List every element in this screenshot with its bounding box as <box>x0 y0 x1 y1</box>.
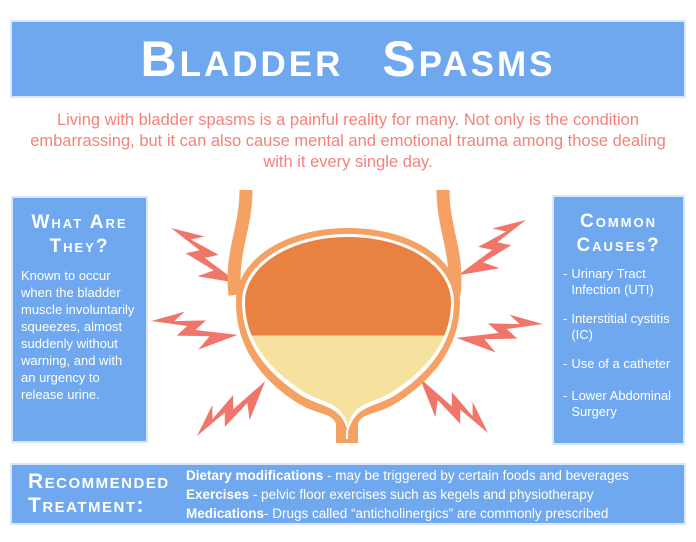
what-are-they-heading: What Are They? <box>31 212 128 257</box>
intro-line: with it every single day. <box>263 153 433 171</box>
what-are-they-panel: What Are They? Known to occur when the b… <box>11 196 148 443</box>
lightning-bolt-icon <box>147 306 241 356</box>
lightning-bolt-icon <box>453 309 547 359</box>
treatment-desc: - Drugs called “anticholinergics” are co… <box>264 505 609 521</box>
treatment-term: Dietary modifications <box>186 467 324 483</box>
treatment-items: Dietary modifications - may be triggered… <box>186 466 684 523</box>
treatment-item: Dietary modifications - may be triggered… <box>186 466 676 485</box>
treatment-item: Exercises - pelvic floor exercises such … <box>186 485 676 504</box>
cause-text: Use of a catheter <box>571 355 671 371</box>
cause-item: - Use of a catheter <box>563 356 676 372</box>
page-title: Bladder Spasms <box>140 31 556 87</box>
cause-item: - Urinary Tract Infection (UTI) <box>563 266 676 298</box>
lightning-bolt-icon <box>449 208 539 292</box>
treatment-term: Exercises <box>186 486 250 502</box>
common-causes-panel: Common Causes? - Urinary Tract Infection… <box>552 195 685 445</box>
treatment-bar: Recommended Treatment: Dietary modificat… <box>10 463 686 525</box>
intro-paragraph: Living with bladder spasms is a painful … <box>0 110 696 173</box>
treatment-item: Medications- Drugs called “anticholinerg… <box>186 504 676 523</box>
cause-item: - Lower Abdominal Surgery <box>563 388 676 420</box>
common-causes-heading: Common Causes? <box>576 211 661 256</box>
treatment-heading: Recommended Treatment: <box>28 469 170 517</box>
cause-text: Urinary Tract Infection (UTI) <box>571 265 654 297</box>
bullet-dash: - <box>563 310 568 326</box>
title-banner: Bladder Spasms <box>10 20 686 98</box>
bullet-dash: - <box>563 265 568 281</box>
treatment-desc: - may be triggered by certain foods and … <box>323 467 629 483</box>
intro-line: embarrassing, but it can also cause ment… <box>30 132 666 150</box>
treatment-term: Medications <box>186 505 265 521</box>
bullet-dash: - <box>563 387 568 403</box>
cause-item: - Interstitial cystitis (IC) <box>563 311 676 343</box>
left-ureter <box>227 189 253 296</box>
cause-text: Interstitial cystitis (IC) <box>571 310 670 342</box>
treatment-desc: - pelvic floor exercises such as kegels … <box>249 486 594 502</box>
cause-text: Lower Abdominal Surgery <box>571 387 672 419</box>
lightning-bolt-icon <box>187 370 279 452</box>
bladder-illustration <box>147 189 547 452</box>
intro-line: Living with bladder spasms is a painful … <box>56 111 640 129</box>
what-are-they-body: Known to occur when the bladder muscle i… <box>21 267 135 402</box>
bullet-dash: - <box>563 355 568 371</box>
bladder-inner-fill <box>245 237 451 426</box>
